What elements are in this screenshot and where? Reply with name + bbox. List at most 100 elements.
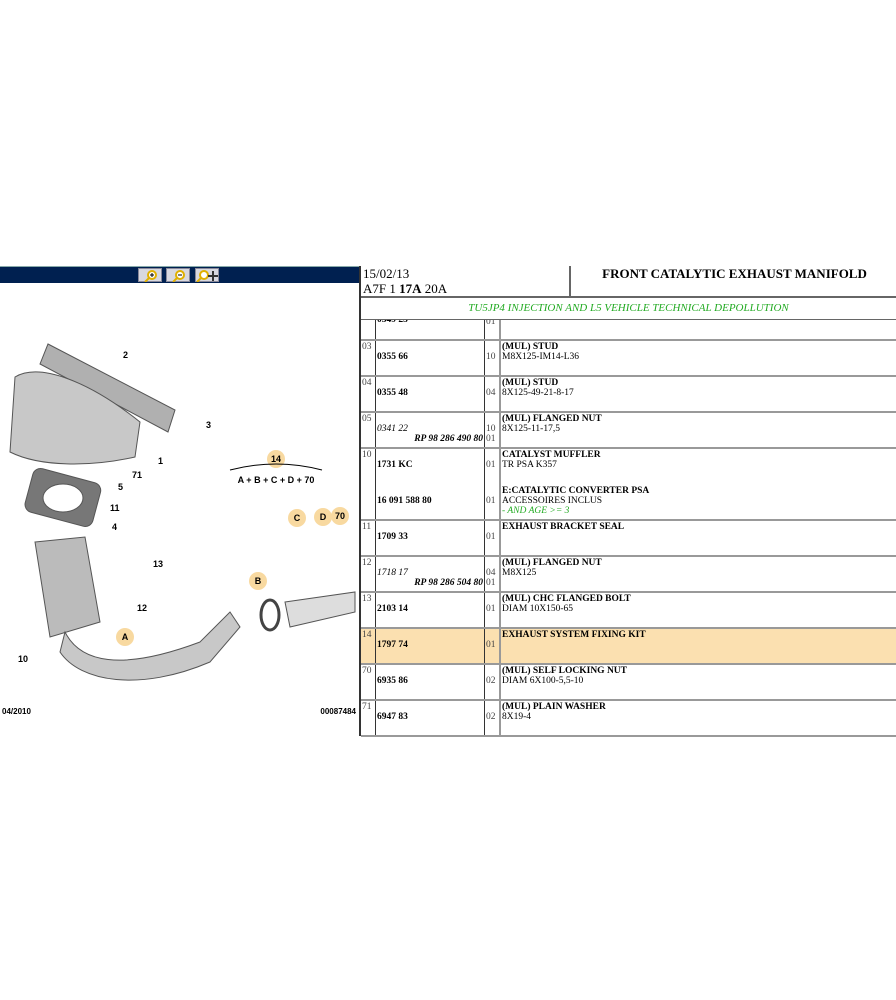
quantity: 01	[486, 320, 496, 327]
ref-number: 04	[362, 378, 372, 388]
zoom-pan-icon	[196, 270, 218, 283]
code-bold: 17A	[399, 281, 422, 296]
front-pipe	[59, 611, 241, 681]
ref-number: 14	[362, 630, 372, 640]
ref-number: 10	[362, 450, 372, 460]
callout-14: 14	[271, 454, 281, 464]
rear-pipe	[284, 591, 356, 628]
quantity: 02	[486, 712, 496, 722]
subtitle: TU5JP4 INJECTION AND L5 VEHICLE TECHNICA…	[361, 298, 896, 320]
part-number[interactable]: 1718 17	[377, 568, 408, 578]
part-detail: TR PSA K357	[502, 460, 557, 470]
replacement-part[interactable]: RP 98 286 490 80	[414, 434, 483, 444]
callout-13: 13	[153, 559, 163, 569]
part-name: (MUL) FLANGED NUT	[502, 558, 602, 568]
exhaust-manifold	[9, 371, 141, 465]
callout-12: 12	[137, 603, 147, 613]
part-name: (MUL) SELF LOCKING NUT	[502, 666, 628, 676]
callout-2: 2	[123, 350, 128, 360]
replacement-part[interactable]: RP 98 286 504 80	[414, 578, 483, 588]
quantity: 02	[486, 676, 496, 686]
part-number-alt[interactable]: 16 091 588 80	[377, 496, 432, 506]
part-name-alt: E:CATALYTIC CONVERTER PSA	[502, 486, 650, 496]
ref-number: 03	[362, 342, 372, 352]
callout-d: D	[320, 512, 327, 522]
callout-70: 70	[335, 511, 345, 521]
manifold-gasket	[39, 343, 176, 433]
diagram-ref: 00087484	[320, 707, 356, 716]
kit-formula: A + B + C + D + 70	[238, 475, 315, 485]
quantity: 01	[486, 604, 496, 614]
part-number[interactable]: 0341 22	[377, 424, 408, 434]
table-row[interactable]: 0349 25 01	[361, 320, 896, 341]
header-code: A7F 1 17A 20A	[363, 281, 447, 296]
table-row[interactable]: 14 1797 74 01 EXHAUST SYSTEM FIXING KIT	[361, 628, 896, 665]
table-row[interactable]: 10 1731 KC 16 091 588 80 01 01 CATALYST MUFFL…	[361, 448, 896, 521]
callout-71: 71	[132, 470, 142, 480]
part-name: (MUL) STUD	[502, 378, 559, 388]
exploded-parts-diagram: 2 3 1 71 5 11 4 13 12 10 A B C D 70 14 A…	[2, 343, 357, 716]
quantity: 01	[486, 640, 496, 650]
part-name: (MUL) PLAIN WASHER	[502, 702, 606, 712]
part-name: (MUL) CHC FLANGED BOLT	[502, 594, 631, 604]
quantity: 10	[486, 424, 496, 434]
code-plain: A7F 1	[363, 281, 400, 296]
callout-1: 1	[158, 456, 163, 466]
callout-10: 10	[18, 654, 28, 664]
zoom-in-icon	[144, 270, 157, 283]
callout-11: 11	[110, 503, 120, 513]
panel-divider	[359, 266, 361, 736]
part-detail: 8X125-11-17,5	[502, 424, 560, 434]
diagram-panel: 2 3 1 71 5 11 4 13 12 10 A B C D 70 14 A…	[0, 266, 360, 736]
page-title: FRONT CATALYTIC EXHAUST MANIFOLD	[569, 266, 896, 296]
part-detail: M8X125	[502, 568, 537, 578]
part-detail: M8X125-IM14-L36	[502, 352, 580, 362]
quantity: 04	[486, 568, 496, 578]
quantity: 01	[486, 532, 496, 542]
part-number[interactable]: 6947 83	[377, 712, 408, 722]
part-number[interactable]: 2103 14	[377, 604, 408, 614]
part-number[interactable]: 0355 48	[377, 388, 408, 398]
zoom-pan-button[interactable]	[195, 268, 219, 283]
ref-number: 13	[362, 594, 372, 604]
part-name: EXHAUST BRACKET SEAL	[502, 522, 625, 532]
part-name: EXHAUST SYSTEM FIXING KIT	[502, 630, 646, 640]
part-detail: DIAM 10X150-65	[502, 604, 573, 614]
part-number[interactable]: 0355 66	[377, 352, 408, 362]
zoom-out-button[interactable]	[166, 268, 190, 283]
part-number[interactable]: 1797 74	[377, 640, 408, 650]
part-number[interactable]: 1709 33	[377, 532, 408, 542]
quantity: 01	[486, 460, 496, 470]
table-row[interactable]: 11 1709 33 01 EXHAUST BRACKET SEAL	[361, 520, 896, 557]
ref-number: 70	[362, 666, 372, 676]
code-tail: 20A	[421, 281, 448, 296]
part-detail-alt: ACCESSOIRES INCLUS	[502, 496, 603, 506]
ref-number: 05	[362, 414, 372, 424]
part-name: CATALYST MUFFLER	[502, 450, 601, 460]
ref-number: 12	[362, 558, 372, 568]
part-number[interactable]: 0349 25	[377, 320, 408, 325]
diagram-date: 04/2010	[2, 707, 31, 716]
zoom-in-button[interactable]	[138, 268, 162, 283]
quantity-alt: 01	[486, 496, 496, 506]
parts-table: 0349 25 01 03 0355 66 10 (MUL) STUD M8X125-IM1…	[361, 320, 896, 737]
part-number[interactable]: 6935 86	[377, 676, 408, 686]
quantity: 10	[486, 352, 496, 362]
part-number[interactable]: 1731 KC	[377, 460, 413, 470]
part-detail: 8X19-4	[502, 712, 532, 722]
part-name: (MUL) FLANGED NUT	[502, 414, 602, 424]
callout-a: A	[122, 632, 129, 642]
zoom-toolbar	[0, 266, 360, 283]
seal-b	[259, 598, 281, 632]
ref-number: 11	[362, 522, 372, 532]
header-date: 15/02/13	[363, 266, 410, 281]
